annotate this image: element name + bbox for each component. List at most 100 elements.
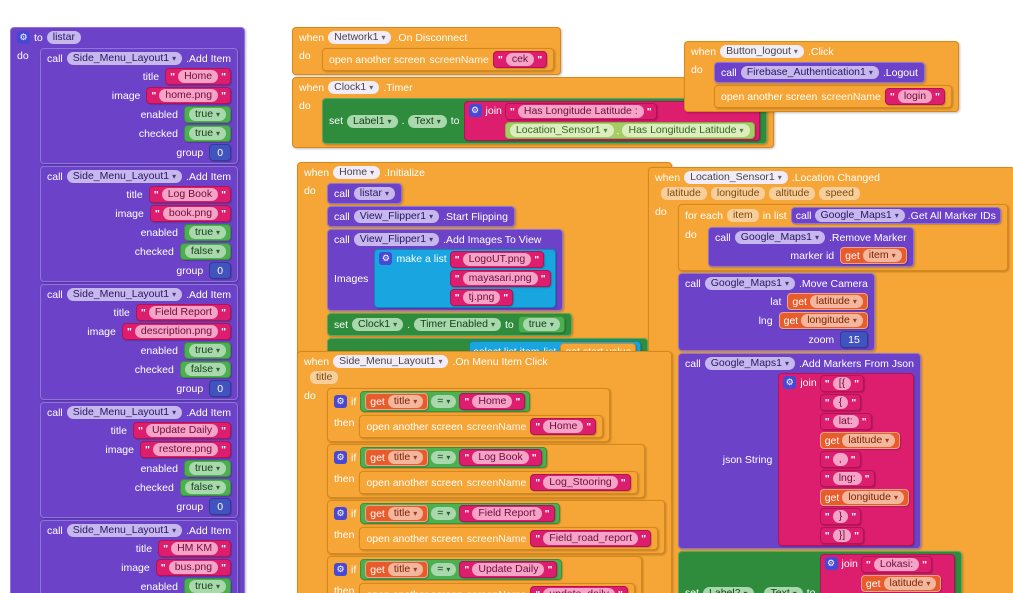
text-string-block[interactable]: "[{" — [819, 375, 865, 392]
logic-dropdown-block[interactable]: false▾ — [179, 479, 232, 496]
logic-dropdown-block[interactable]: true▾ — [517, 316, 565, 333]
mutator-gear-icon[interactable]: ⚙ — [334, 563, 347, 576]
string-value[interactable]: home.png — [159, 89, 219, 102]
component-dropdown[interactable]: Side_Menu_Layout1▾ — [66, 52, 183, 65]
logic-value[interactable]: true▾ — [188, 226, 227, 239]
text-string-block[interactable]: "Field_road_report" — [530, 530, 652, 547]
string-value[interactable]: Update Daily — [145, 424, 219, 437]
number-block[interactable]: 0 — [209, 144, 232, 161]
event-parameter[interactable]: speed — [819, 187, 860, 200]
open-screen-block[interactable]: open another screenscreenName"update_dai… — [359, 583, 635, 593]
string-value[interactable]: Field_road_report — [543, 532, 639, 545]
text-string-block[interactable]: "}]" — [819, 527, 865, 544]
procedure-name[interactable]: listar — [46, 31, 81, 44]
logic-value[interactable]: true▾ — [188, 462, 227, 475]
loop-variable[interactable]: item — [726, 209, 759, 222]
logic-value[interactable]: true▾ — [188, 580, 227, 593]
variable-name[interactable]: latitude▾ — [842, 434, 896, 447]
text-string-block[interactable]: "}" — [819, 508, 862, 525]
logic-dropdown-block[interactable]: true▾ — [183, 578, 232, 593]
text-string-block[interactable]: "LogoUT.png" — [449, 251, 545, 268]
string-value[interactable]: } — [832, 510, 849, 523]
string-value[interactable]: , — [832, 453, 848, 466]
component-dropdown[interactable]: Google_Maps1▾ — [734, 231, 825, 244]
logic-dropdown-block[interactable]: true▾ — [183, 460, 232, 477]
operator-dropdown[interactable]: =▾ — [431, 563, 457, 576]
logic-value[interactable]: true▾ — [188, 108, 227, 121]
text-string-block[interactable]: "Update Daily" — [132, 422, 232, 439]
logic-value[interactable]: false▾ — [184, 245, 227, 258]
string-value[interactable]: mayasari.png — [462, 272, 538, 285]
component-dropdown[interactable]: Side_Menu_Layout1▾ — [66, 288, 183, 301]
component-dropdown[interactable]: Side_Menu_Layout1▾ — [66, 170, 183, 183]
component-dropdown[interactable]: Google_Maps1▾ — [704, 357, 795, 370]
mutator-gear-icon[interactable]: ⚙ — [379, 252, 393, 265]
component-dropdown[interactable]: Clock1▾ — [352, 318, 404, 331]
string-value[interactable]: Has Longitude Latitude : — [517, 105, 644, 118]
mutator-gear-icon[interactable]: ⚙ — [334, 451, 347, 464]
component-dropdown[interactable]: Clock1▾ — [328, 81, 380, 94]
number-value[interactable]: 0 — [217, 146, 224, 159]
string-value[interactable]: login — [897, 90, 933, 103]
variable-name[interactable]: longitude▾ — [801, 314, 863, 327]
logic-dropdown-block[interactable]: true▾ — [183, 342, 232, 359]
text-string-block[interactable]: "Home" — [459, 393, 526, 410]
variable-name[interactable]: longitude▾ — [842, 491, 904, 504]
text-string-block[interactable]: "Home" — [165, 68, 232, 85]
variable-name[interactable]: latitude▾ — [809, 295, 863, 308]
logic-dropdown-block[interactable]: true▾ — [183, 125, 232, 142]
mutator-gear-icon[interactable]: ⚙ — [824, 557, 838, 570]
make-a-list-block[interactable]: ⚙make a list"LogoUT.png""mayasari.png""t… — [374, 249, 556, 308]
text-string-block[interactable]: "Log Book" — [459, 449, 542, 466]
number-value[interactable]: 15 — [848, 333, 860, 346]
string-value[interactable]: }] — [832, 529, 852, 542]
number-block[interactable]: 0 — [209, 380, 232, 397]
component-dropdown[interactable]: Network1▾ — [328, 31, 392, 44]
mutator-gear-icon[interactable]: ⚙ — [17, 31, 30, 44]
component-dropdown[interactable]: Location_Sensor1▾ — [509, 124, 614, 137]
variable-name[interactable]: title▾ — [387, 451, 424, 464]
property-dropdown[interactable]: Has Longitude Latitude▾ — [622, 124, 750, 137]
component-dropdown[interactable]: Label1▾ — [347, 114, 398, 128]
string-value[interactable]: Log_Stooring — [543, 476, 618, 489]
string-value[interactable]: Log Book — [161, 188, 219, 201]
operator-dropdown[interactable]: =▾ — [431, 507, 457, 520]
string-value[interactable]: Field Report — [148, 306, 219, 319]
string-value[interactable]: HM KM — [171, 542, 219, 555]
string-value[interactable]: Home — [178, 70, 219, 83]
text-string-block[interactable]: "tj.png" — [449, 289, 514, 306]
logic-dropdown-block[interactable]: false▾ — [179, 361, 232, 378]
number-value[interactable]: 0 — [217, 382, 224, 395]
mutator-gear-icon[interactable]: ⚙ — [783, 376, 797, 389]
string-value[interactable]: restore.png — [152, 443, 219, 456]
text-string-block[interactable]: "update_daily" — [530, 586, 628, 593]
component-dropdown[interactable]: View_Flipper1▾ — [353, 210, 440, 223]
number-block[interactable]: 15 — [840, 331, 868, 348]
string-value[interactable]: Home — [543, 420, 584, 433]
logic-dropdown-block[interactable]: true▾ — [183, 224, 232, 241]
